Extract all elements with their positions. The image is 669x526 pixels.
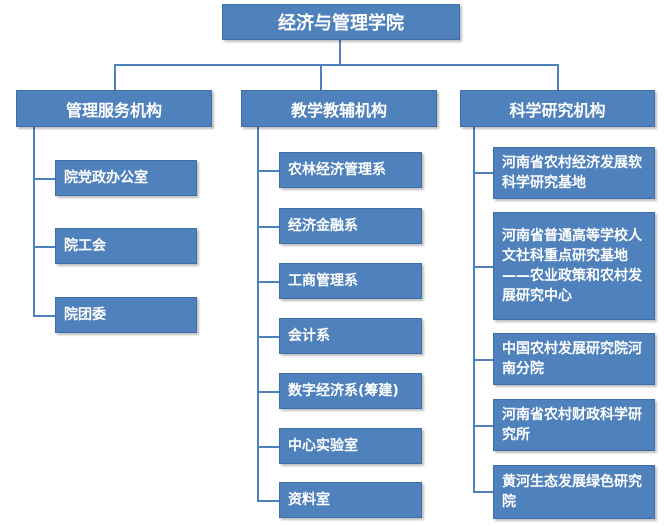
bus-drop-left: [114, 64, 116, 91]
left-branch-3: [33, 315, 55, 317]
node-economics-finance-dept: 经济金融系: [279, 208, 422, 244]
middle-branch-3: [257, 281, 279, 283]
bus-drop-right: [557, 64, 559, 91]
top-bus: [114, 64, 559, 66]
category-node-teaching: 教学教辅机构: [241, 90, 437, 127]
middle-branch-2: [257, 226, 279, 228]
right-branch-3: [473, 359, 493, 361]
left-branch-1: [33, 178, 55, 180]
middle-branch-7: [257, 500, 279, 502]
root-connector: [339, 40, 341, 65]
node-party-office: 院党政办公室: [55, 160, 197, 196]
right-branch-5: [473, 491, 493, 493]
middle-branch-1: [257, 170, 279, 172]
left-branch-2: [33, 246, 55, 248]
node-archive-room: 资料室: [279, 482, 422, 518]
root-node: 经济与管理学院: [222, 4, 460, 40]
node-agri-policy-research-center: 河南省普通高等学校人文社科重点研究基地——农业政策和农村发展研究中心: [493, 212, 655, 320]
middle-branch-4: [257, 336, 279, 338]
right-column-spine: [473, 127, 475, 493]
node-business-admin-dept: 工商管理系: [279, 263, 422, 299]
node-rural-finance-institute: 河南省农村财政科学研究所: [493, 399, 655, 451]
node-accounting-dept: 会计系: [279, 318, 422, 354]
node-central-lab: 中心实验室: [279, 428, 422, 464]
right-branch-1: [473, 172, 493, 174]
left-column-spine: [33, 127, 35, 317]
node-trade-union: 院工会: [55, 228, 197, 264]
category-node-management: 管理服务机构: [16, 90, 212, 127]
middle-column-spine: [257, 127, 259, 502]
right-branch-4: [473, 425, 493, 427]
node-youth-league: 院团委: [55, 297, 197, 333]
right-branch-2: [473, 266, 493, 268]
node-yellow-river-green-institute: 黄河生态发展绿色研究院: [493, 465, 655, 519]
node-digital-econ-dept: 数字经济系(筹建): [279, 373, 422, 409]
category-node-research: 科学研究机构: [460, 90, 655, 127]
bus-drop-middle: [320, 64, 322, 91]
node-agri-forestry-econ-dept: 农林经济管理系: [279, 152, 422, 188]
middle-branch-6: [257, 446, 279, 448]
node-rural-econ-research-base: 河南省农村经济发展软科学研究基地: [493, 147, 655, 199]
node-rural-dev-institute-henan: 中国农村发展研究院河南分院: [493, 333, 655, 385]
middle-branch-5: [257, 391, 279, 393]
